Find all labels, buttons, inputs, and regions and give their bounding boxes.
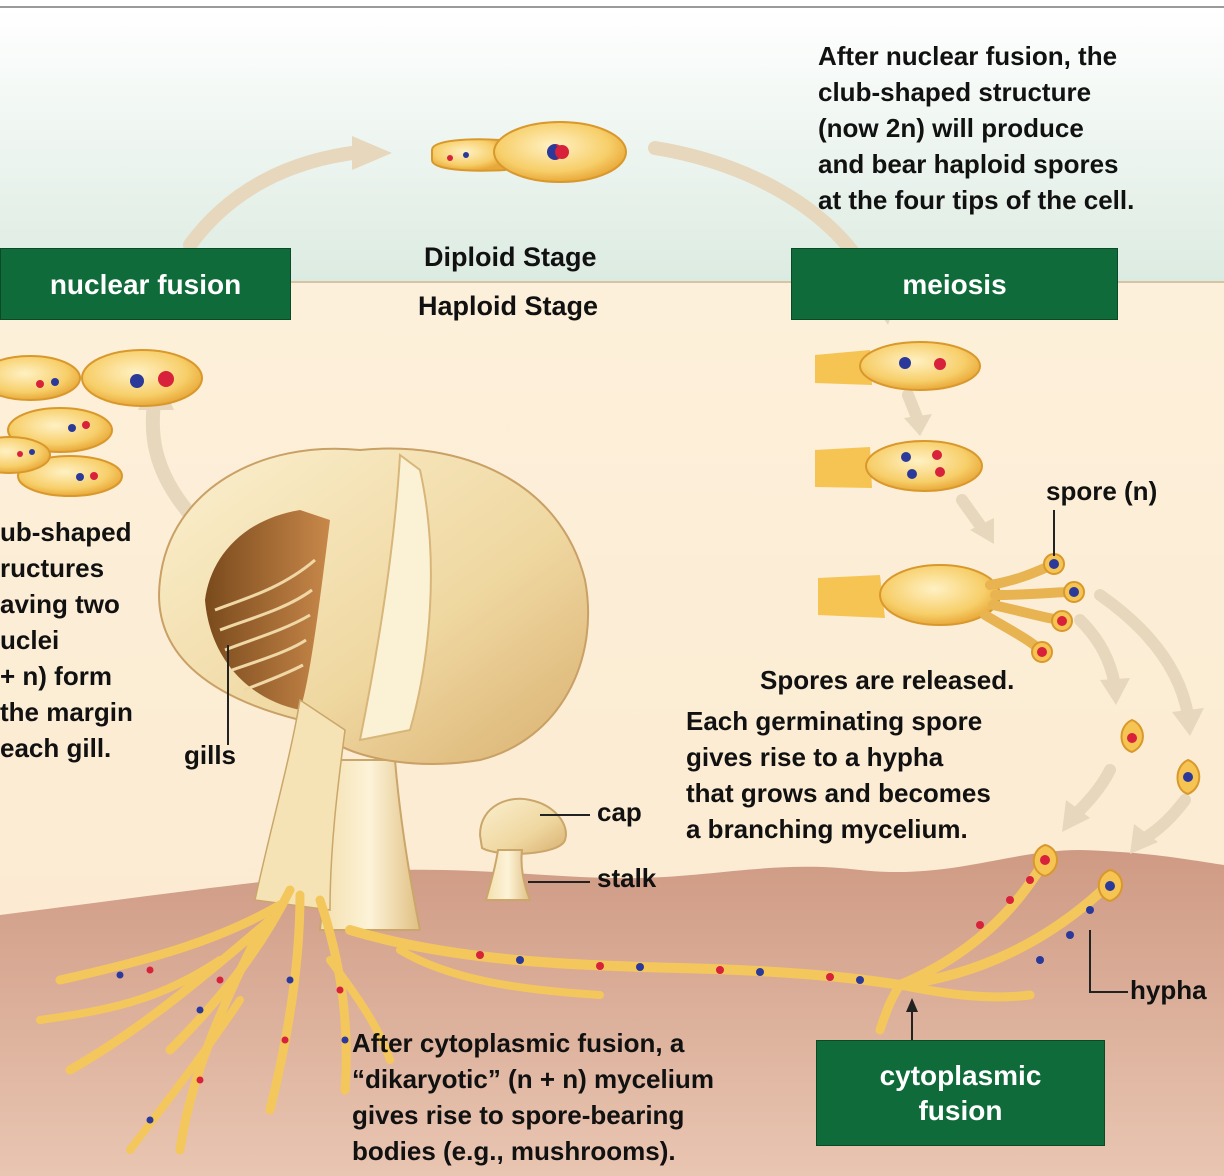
club-shaped-structures-text: ub-shaped ructures aving two uclei + n) … bbox=[0, 514, 200, 766]
nuclear-fusion-box: nuclear fusion bbox=[0, 248, 291, 320]
hypha-label: hypha bbox=[1130, 975, 1207, 1006]
hypha-tip-red bbox=[1034, 845, 1057, 876]
after-cytoplasmic-fusion-text: After cytoplasmic fusion, a “dikaryotic”… bbox=[352, 1025, 812, 1169]
germinating-spore-text: Each germinating spore gives rise to a h… bbox=[686, 703, 1086, 847]
diploid-stage-label: Diploid Stage bbox=[424, 242, 597, 273]
hypha-tip-blue bbox=[1099, 870, 1122, 901]
after-nuclear-fusion-text: After nuclear fusion, the club-shaped st… bbox=[818, 38, 1222, 218]
spore-label: spore (n) bbox=[1046, 476, 1157, 507]
cap-label: cap bbox=[597, 797, 642, 828]
haploid-stage-label: Haploid Stage bbox=[418, 291, 598, 322]
released-spore-red bbox=[1122, 720, 1143, 752]
cytoplasmic-fusion-label: cytoplasmic fusion bbox=[880, 1058, 1042, 1128]
gills-label: gills bbox=[184, 740, 236, 771]
meiosis-box: meiosis bbox=[791, 248, 1118, 320]
stalk-label: stalk bbox=[597, 863, 656, 894]
meiosis-label: meiosis bbox=[902, 267, 1006, 302]
released-spore-blue bbox=[1178, 760, 1200, 794]
nuclear-fusion-label: nuclear fusion bbox=[50, 267, 241, 302]
cytoplasmic-fusion-box: cytoplasmic fusion bbox=[816, 1040, 1105, 1146]
spores-released-text: Spores are released. bbox=[760, 662, 1014, 698]
